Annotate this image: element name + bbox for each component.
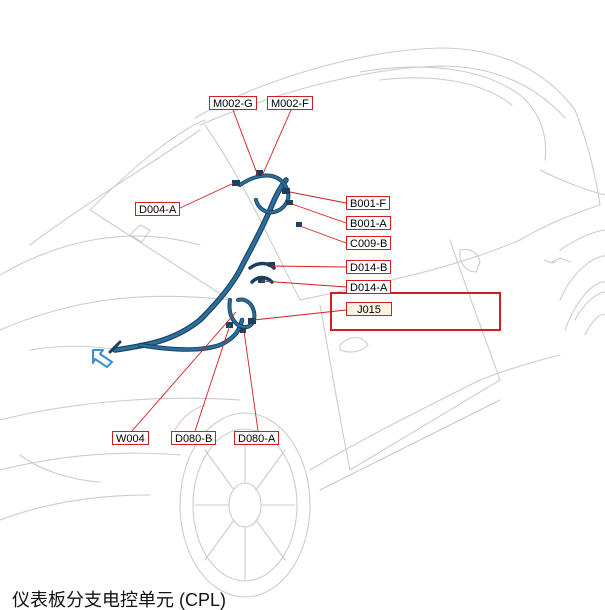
label-m002-g: M002-G	[209, 96, 257, 110]
label-d080-b: D080-B	[171, 431, 217, 445]
label-b001-a: B001-A	[346, 216, 391, 230]
label-d014-a: D014-A	[346, 280, 392, 294]
label-m002-f: M002-F	[267, 96, 313, 110]
label-b001-f: B001-F	[346, 196, 391, 210]
label-d014-b: D014-B	[346, 260, 392, 274]
label-c009-b: C009-B	[346, 236, 392, 250]
label-j015: J015	[346, 302, 392, 316]
front-direction-arrow	[92, 349, 113, 368]
label-d080-a: D080-A	[234, 431, 280, 445]
highlight-box	[330, 292, 501, 331]
label-w004: W004	[112, 431, 149, 445]
diagram-caption: 仪表板分支电控单元 (CPL)	[12, 590, 227, 610]
label-d004-a: D004-A	[135, 202, 181, 216]
